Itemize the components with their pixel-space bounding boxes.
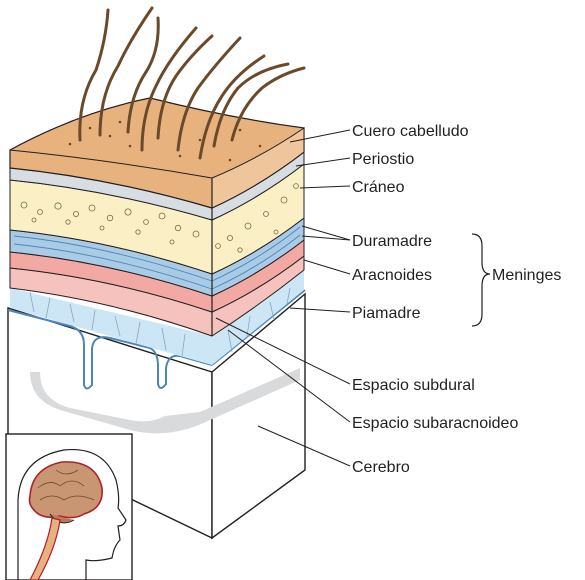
inset-head: [6, 434, 132, 580]
label-subdural: Espacio subdural: [352, 377, 475, 394]
label-dura: Duramadre: [352, 233, 432, 250]
label-skull: Cráneo: [352, 179, 405, 196]
label-subarachnoid: Espacio subaracnoideo: [352, 415, 518, 432]
label-scalp: Cuero cabelludo: [352, 123, 469, 140]
label-arachnoid: Aracnoides: [352, 267, 432, 284]
label-periosteum: Periostio: [352, 151, 414, 168]
meninges-bracket: [472, 234, 490, 326]
label-pia: Piamadre: [352, 305, 421, 322]
label-brain: Cerebro: [352, 459, 410, 476]
label-meninges: Meninges: [492, 267, 561, 284]
leader-skull: [300, 186, 350, 188]
leader-arachnoid: [304, 260, 350, 274]
